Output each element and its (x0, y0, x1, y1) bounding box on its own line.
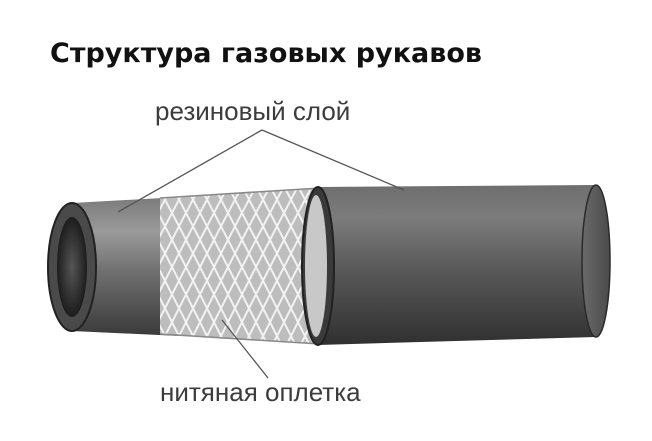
braid-strand (160, 189, 227, 344)
braid-strand (160, 189, 213, 344)
braid-strand (160, 189, 171, 344)
braid-strand (160, 189, 241, 344)
page-title: Структура газовых рукавов (50, 38, 482, 69)
leader-line-outer-layer (261, 129, 405, 191)
braid-strand (0, 190, 30, 346)
leader-lines (117, 129, 405, 379)
braid-strand (0, 190, 44, 346)
leader-line-inner-tube (117, 129, 263, 213)
braid-strand (160, 189, 199, 344)
braid-strand (0, 190, 30, 346)
braid-strand (285, 189, 320, 344)
outer-rubber-layer (301, 184, 611, 346)
braid-strand (160, 189, 185, 344)
leader-line-braid (221, 319, 269, 379)
braid-strand (0, 190, 44, 346)
braid-strand (229, 189, 311, 344)
inner-rubber-tube (47, 197, 180, 336)
label-rubber-layer: резиновый слой (155, 96, 351, 126)
braid-strand (160, 189, 171, 344)
braid-strand (257, 189, 320, 344)
braid-strand (201, 189, 283, 344)
braid-strand (187, 189, 269, 344)
thread-braid-layer (0, 187, 335, 346)
braid-strand (285, 189, 320, 344)
label-thread-braid: нитяная оплетка (160, 377, 361, 407)
braid-strand (160, 189, 185, 344)
braid-strand (160, 189, 199, 344)
braid-strand (215, 189, 297, 344)
braid-strand (173, 189, 255, 344)
